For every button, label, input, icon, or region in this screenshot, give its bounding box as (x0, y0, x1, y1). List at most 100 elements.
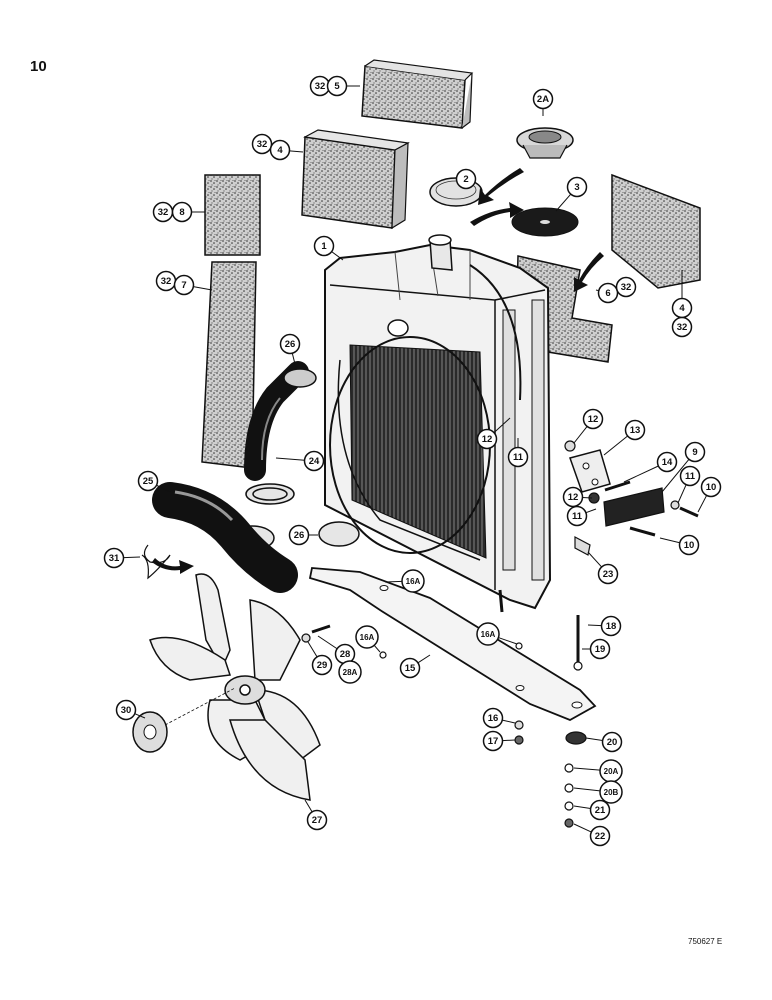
callout-32: 32 (671, 316, 693, 338)
callout-23: 23 (597, 563, 619, 585)
radiator (324, 234, 552, 613)
callout-17: 17 (482, 730, 504, 752)
seal-8 (204, 174, 261, 256)
callout-label: 18 (606, 621, 617, 632)
callout-circle (656, 451, 678, 473)
callout-label: 20 (607, 737, 618, 748)
leader-line (697, 495, 708, 513)
callout-2: 2 (455, 168, 477, 190)
leader-line (582, 496, 593, 499)
leader-line (587, 551, 602, 568)
leader-line (289, 150, 304, 153)
callout-circle (678, 534, 700, 556)
callout-circle (303, 450, 325, 472)
callout-4: 4 (671, 297, 693, 319)
callout-label: 17 (488, 736, 499, 747)
callout-32: 32 (615, 276, 637, 298)
leader-line (317, 635, 338, 650)
callout-9: 9 (684, 441, 706, 463)
leader-line (573, 787, 601, 792)
callout-label: 12 (482, 434, 493, 445)
callout-circle (597, 282, 619, 304)
upper-hose (244, 361, 317, 481)
leader-line (587, 624, 602, 627)
callout-label: 11 (685, 471, 696, 482)
callout-label: 7 (181, 280, 186, 291)
callout-32: 32 (152, 201, 174, 223)
callout-label: 4 (277, 145, 283, 156)
leader-line (384, 580, 403, 583)
callout-3: 3 (566, 176, 588, 198)
leader-line (573, 805, 591, 810)
callout-circle (313, 235, 335, 257)
callout-circle (355, 625, 379, 649)
leader-line (373, 644, 381, 653)
leader-line (659, 537, 680, 544)
callout-16a: 16A (401, 569, 425, 593)
radiator-cap (516, 127, 574, 159)
callout-circle (401, 569, 425, 593)
callout-label: 29 (317, 660, 328, 671)
leader-line (291, 353, 297, 369)
callout-11: 11 (507, 446, 529, 468)
leader-line (156, 484, 171, 493)
callout-label: 30 (121, 705, 132, 716)
callout-circle (566, 505, 588, 527)
callout-circle (306, 809, 328, 831)
lower-hose (152, 482, 298, 593)
leader-line (307, 641, 318, 658)
callout-circle (684, 441, 706, 463)
callout-circle (624, 419, 646, 441)
drawing-code: 750627 E (688, 937, 723, 946)
callout-27: 27 (306, 809, 328, 831)
callout-12: 12 (582, 408, 604, 430)
mounting-bracket-13 (569, 449, 611, 493)
callout-label: 2 (463, 174, 468, 185)
callout-label: 12 (568, 492, 579, 503)
leader-line (498, 637, 518, 645)
callout-label: 32 (158, 207, 169, 218)
callout-circle (326, 75, 348, 97)
callout-circle (582, 408, 604, 430)
callout-label: 9 (692, 447, 697, 458)
callout-30: 30 (115, 699, 137, 721)
callout-29: 29 (311, 654, 333, 676)
callout-circle (115, 699, 137, 721)
callout-circle (251, 133, 273, 155)
callout-label: 3 (574, 182, 579, 193)
callout-circle (597, 563, 619, 585)
callout-19: 19 (589, 638, 611, 660)
callout-label: 26 (294, 530, 305, 541)
callout-circle (279, 333, 301, 355)
callout-26: 26 (279, 333, 301, 355)
callout-11: 11 (679, 465, 701, 487)
callout-circle (476, 428, 498, 450)
callout-20b: 20B (599, 780, 623, 804)
callout-label: 32 (315, 81, 326, 92)
leader-line (585, 508, 597, 514)
leader-line (573, 823, 592, 833)
callout-label: 16A (481, 630, 496, 639)
callout-5: 5 (326, 75, 348, 97)
callout-label: 4 (679, 303, 685, 314)
baffle-plate (511, 207, 579, 237)
fan (149, 573, 321, 801)
callout-circle (601, 731, 623, 753)
callout-31: 31 (103, 547, 125, 569)
callout-label: 32 (621, 282, 632, 293)
leader-line (134, 713, 146, 719)
callout-24: 24 (303, 450, 325, 472)
callout-circle (589, 799, 611, 821)
callout-label: 21 (595, 805, 606, 816)
hardware (301, 440, 699, 828)
callout-circle (700, 476, 722, 498)
callout-label: 32 (257, 139, 268, 150)
callout-label: 22 (595, 831, 606, 842)
callout-16: 16 (482, 707, 504, 729)
leader-line (677, 484, 687, 504)
callout-circle (507, 446, 529, 468)
callout-label: 19 (595, 644, 606, 655)
callout-label: 31 (109, 553, 120, 564)
leader-line (603, 435, 628, 456)
